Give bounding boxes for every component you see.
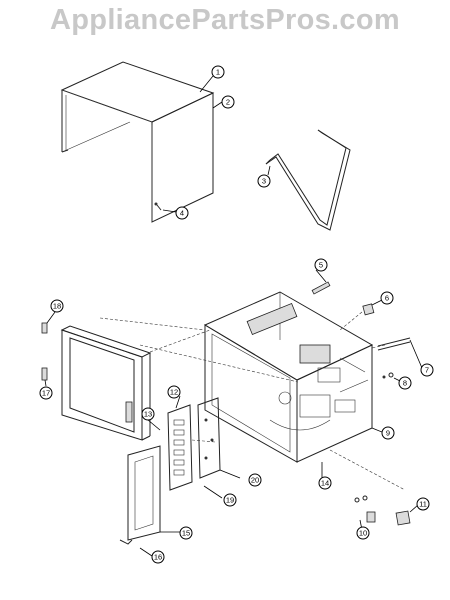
svg-text:14: 14 (321, 479, 329, 488)
callout-12: 12 (167, 385, 181, 399)
outer-cabinet-wrapper (60, 61, 215, 223)
svg-text:10: 10 (359, 529, 367, 538)
svg-text:9: 9 (386, 429, 390, 438)
callout-7: 7 (420, 363, 434, 377)
callout-16: 16 (151, 550, 165, 564)
svg-text:3: 3 (262, 177, 266, 186)
svg-text:7: 7 (425, 366, 429, 375)
cabinet-bracket-rod (265, 129, 351, 231)
panel-clip (119, 539, 133, 545)
svg-text:2: 2 (226, 98, 230, 107)
callout-17: 17 (39, 386, 53, 400)
rod-part (311, 281, 331, 295)
svg-text:16: 16 (154, 553, 162, 562)
svg-text:11: 11 (419, 500, 427, 509)
callout-20: 20 (248, 473, 262, 487)
svg-text:18: 18 (53, 302, 61, 311)
knob-part (395, 510, 411, 526)
callout-13: 13 (141, 407, 155, 421)
svg-text:17: 17 (42, 389, 50, 398)
control-panel-frame (127, 445, 161, 541)
door-hinge-pin (41, 322, 48, 381)
callout-5: 5 (314, 258, 328, 272)
svg-text:8: 8 (403, 379, 407, 388)
callout-1: 1 (211, 65, 225, 79)
callout-11: 11 (416, 497, 430, 511)
screw-set (377, 337, 411, 379)
callout-15: 15 (179, 526, 193, 540)
control-panel (167, 404, 193, 491)
svg-text:20: 20 (251, 476, 259, 485)
svg-text:13: 13 (144, 410, 152, 419)
callout-19: 19 (223, 493, 237, 507)
svg-text:1: 1 (216, 68, 220, 77)
cabinet-screw (154, 202, 162, 211)
callout-9: 9 (381, 426, 395, 440)
watermark-logo: AppliancePartsPros.com (50, 4, 400, 36)
svg-text:6: 6 (385, 294, 389, 303)
oven-door (60, 325, 152, 441)
callout-10: 10 (356, 526, 370, 540)
callout-2: 2 (221, 95, 235, 109)
alignment-lines (99, 311, 406, 491)
svg-text:15: 15 (182, 529, 190, 538)
callout-6: 6 (380, 291, 394, 305)
switch-part (354, 495, 376, 523)
svg-text:12: 12 (170, 388, 178, 397)
callout-14: 14 (318, 476, 332, 490)
callout-3: 3 (257, 174, 271, 188)
clip-part (362, 303, 375, 316)
svg-text:5: 5 (319, 261, 323, 270)
leader-lines (44, 75, 423, 557)
control-circuit-board (197, 397, 221, 479)
oven-chassis (203, 291, 374, 463)
svg-text:19: 19 (226, 496, 234, 505)
svg-text:4: 4 (180, 209, 184, 218)
callout-18: 18 (50, 299, 64, 313)
callout-8: 8 (398, 376, 412, 390)
callout-4: 4 (175, 206, 189, 220)
